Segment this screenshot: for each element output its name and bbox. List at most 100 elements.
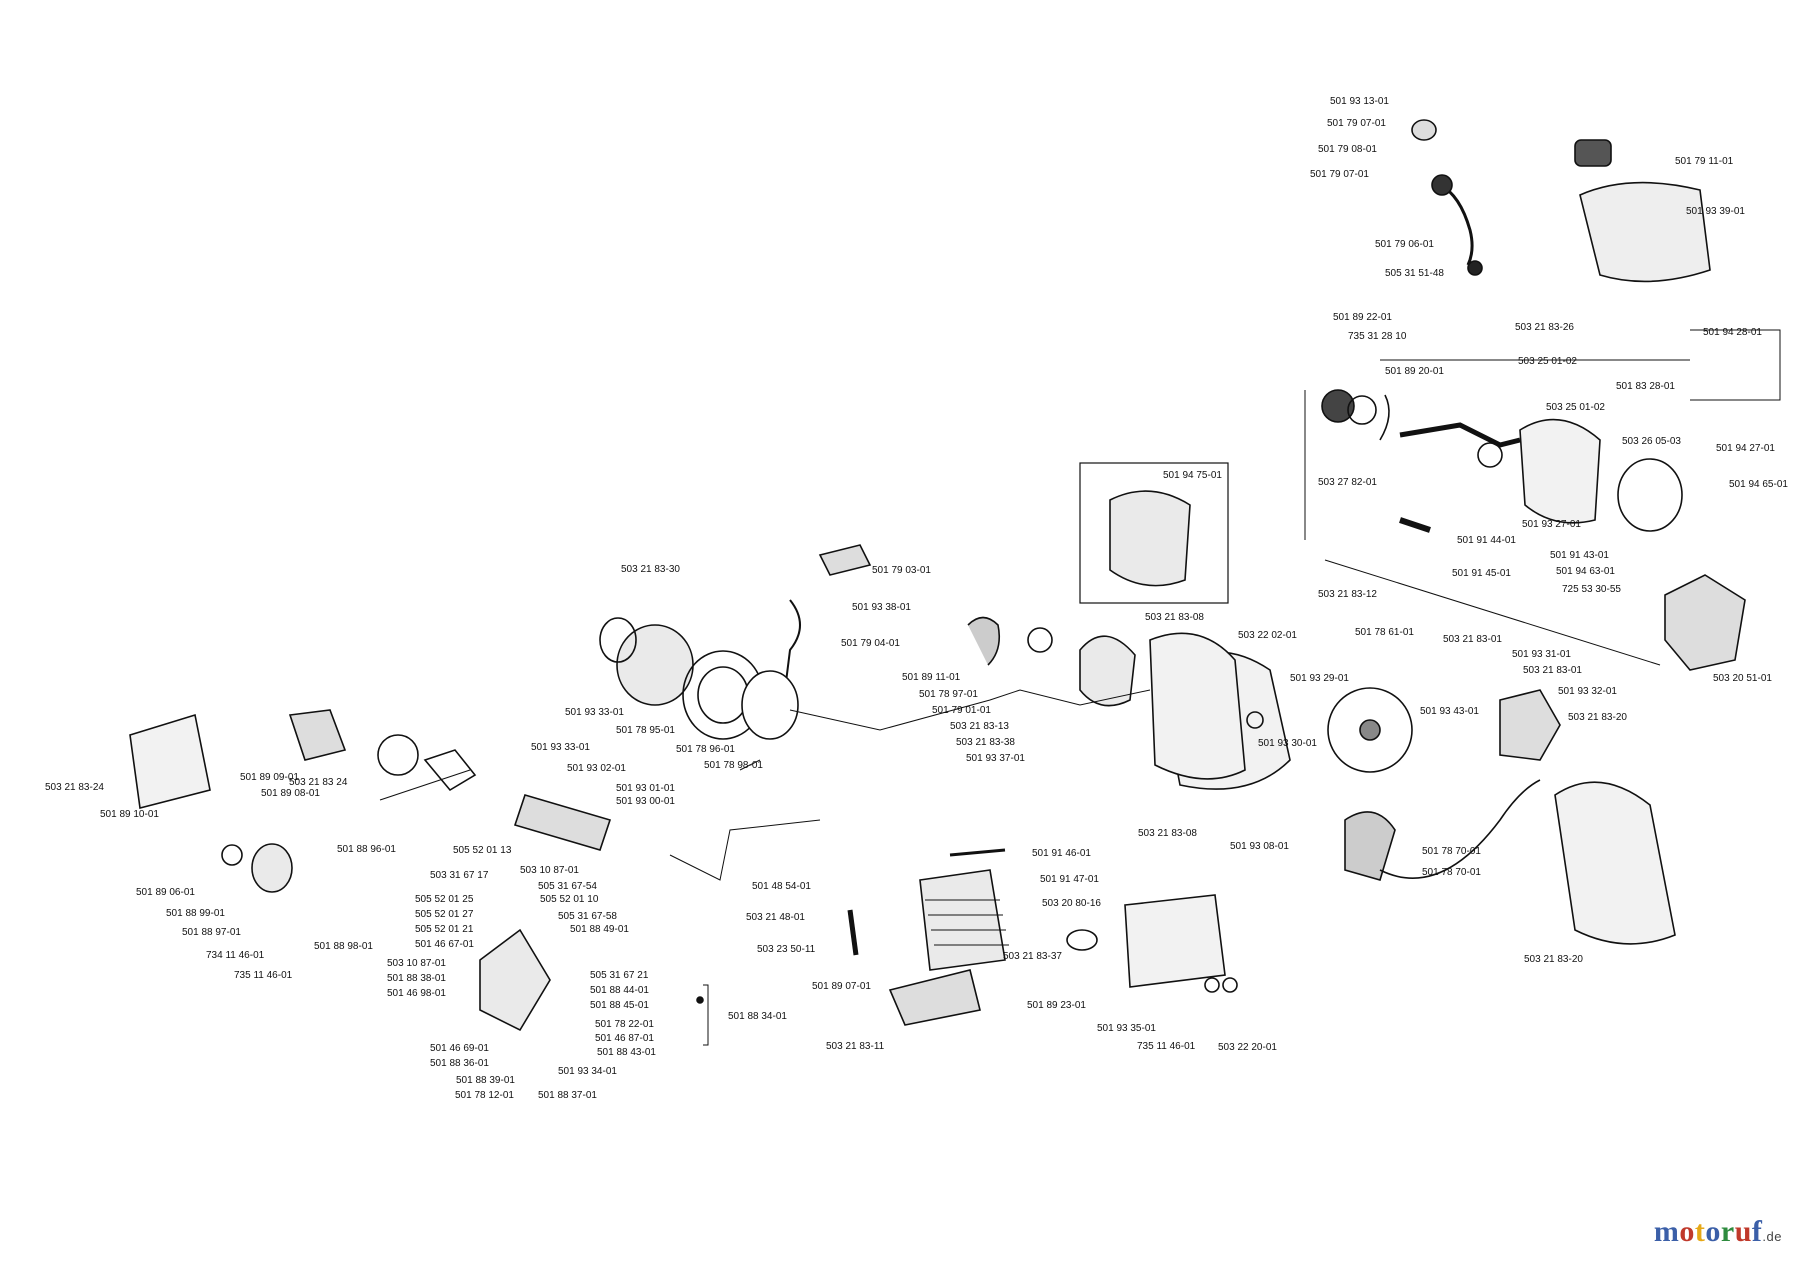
part-label: 501 93 01-01 bbox=[616, 783, 675, 794]
watermark-letter: m bbox=[1653, 1215, 1680, 1248]
line-flywheel bbox=[789, 689, 1151, 731]
part-label: 501 46 67-01 bbox=[415, 939, 474, 950]
part-label: 501 93 30-01 bbox=[1258, 738, 1317, 749]
recoil-spring-inner bbox=[697, 666, 749, 724]
flywheel-hub bbox=[1359, 719, 1381, 741]
part-label: 503 21 83-01 bbox=[1443, 634, 1502, 645]
part-labels: 501 93 13-01 501 79 07-01 501 79 08-01 5… bbox=[45, 96, 1788, 1101]
part-label: 501 88 98-01 bbox=[314, 941, 373, 952]
part-label: 501 79 07-01 bbox=[1310, 169, 1369, 180]
part-label: 501 88 99-01 bbox=[166, 908, 225, 919]
bolt-cluster bbox=[696, 996, 704, 1004]
starter-housing bbox=[1554, 781, 1676, 945]
part-label: 501 88 43-01 bbox=[597, 1047, 656, 1058]
washer bbox=[1027, 627, 1053, 653]
part-label: 503 31 67 17 bbox=[430, 870, 489, 881]
part-label: 501 79 08-01 bbox=[1318, 144, 1377, 155]
part-label: 503 22 02-01 bbox=[1238, 630, 1297, 641]
watermark-letter: f bbox=[1751, 1215, 1763, 1248]
pawl bbox=[967, 616, 1001, 666]
clip bbox=[1379, 394, 1390, 441]
part-label: 501 78 98-01 bbox=[704, 760, 763, 771]
part-label: 501 93 29-01 bbox=[1290, 673, 1349, 684]
part-label: 501 91 45-01 bbox=[1452, 568, 1511, 579]
muffler-nut bbox=[1204, 977, 1220, 993]
part-label: 503 25 01-02 bbox=[1518, 356, 1577, 367]
part-label: 735 11 46-01 bbox=[234, 970, 293, 981]
part-label: 503 21 83-37 bbox=[1003, 951, 1062, 962]
part-label: 503 21 83 24 bbox=[289, 777, 348, 788]
watermark-logo: motoruf.de bbox=[1654, 1215, 1782, 1249]
part-label: 501 93 00-01 bbox=[616, 796, 675, 807]
part-label: 503 21 48-01 bbox=[746, 912, 805, 923]
part-label: 505 31 67-58 bbox=[558, 911, 617, 922]
part-label: 503 27 82-01 bbox=[1318, 477, 1377, 488]
part-label: 501 79 04-01 bbox=[841, 638, 900, 649]
part-label: 501 94 28-01 bbox=[1703, 327, 1762, 338]
clutch-drum bbox=[1079, 635, 1136, 707]
leader-lines bbox=[379, 329, 1781, 1046]
part-label: 503 21 83-08 bbox=[1145, 612, 1204, 623]
part-label: 503 21 83-30 bbox=[621, 564, 680, 575]
part-label: 503 21 83-08 bbox=[1138, 828, 1197, 839]
part-label: 501 88 39-01 bbox=[456, 1075, 515, 1086]
part-label: 501 89 10-01 bbox=[100, 809, 159, 820]
part-label: 501 91 46-01 bbox=[1032, 848, 1091, 859]
part-label: 501 93 32-01 bbox=[1558, 686, 1617, 697]
part-label: 501 94 75-01 bbox=[1163, 470, 1222, 481]
part-label: 501 93 37-01 bbox=[966, 753, 1025, 764]
part-label: 501 88 97-01 bbox=[182, 927, 241, 938]
part-label: 505 52 01 27 bbox=[415, 909, 474, 920]
part-label: 501 93 34-01 bbox=[558, 1066, 617, 1077]
line-cluster bbox=[703, 984, 709, 1046]
part-label: 503 21 83-12 bbox=[1318, 589, 1377, 600]
part-label: 503 21 83-11 bbox=[826, 1041, 885, 1052]
part-label: 501 46 87-01 bbox=[595, 1033, 654, 1044]
gasket-ring bbox=[599, 617, 637, 663]
piston-ring bbox=[949, 848, 1006, 857]
part-label: 501 88 34-01 bbox=[728, 1011, 787, 1022]
part-label: 501 78 22-01 bbox=[595, 1019, 654, 1030]
part-label: 501 89 08-01 bbox=[261, 788, 320, 799]
part-label: 501 88 96-01 bbox=[337, 844, 396, 855]
piston-pin bbox=[1399, 517, 1431, 533]
part-label: 501 93 08-01 bbox=[1230, 841, 1289, 852]
part-label: 501 89 20-01 bbox=[1385, 366, 1444, 377]
muffler-gasket bbox=[1066, 929, 1098, 951]
part-label: 501 46 69-01 bbox=[430, 1043, 489, 1054]
watermark-letter: o bbox=[1679, 1215, 1695, 1248]
part-label: 501 78 95-01 bbox=[616, 725, 675, 736]
part-label: 505 31 51-48 bbox=[1385, 268, 1444, 279]
fuel-filter bbox=[1467, 260, 1483, 276]
part-label: 503 23 50-11 bbox=[757, 944, 816, 955]
bearing bbox=[1347, 395, 1377, 425]
part-label: 503 22 20-01 bbox=[1218, 1042, 1277, 1053]
part-label: 501 93 38-01 bbox=[852, 602, 911, 613]
part-label: 503 20 51-01 bbox=[1713, 673, 1772, 684]
line-carb bbox=[379, 769, 471, 801]
choke-plate bbox=[377, 734, 419, 776]
part-label: 503 21 83-26 bbox=[1515, 322, 1574, 333]
part-label: 501 89 11-01 bbox=[902, 672, 961, 683]
crank-bearing bbox=[1477, 442, 1503, 468]
crankshaft bbox=[1399, 422, 1521, 448]
part-label: 501 89 07-01 bbox=[812, 981, 871, 992]
fuel-grommet bbox=[1431, 174, 1453, 196]
part-label: 505 52 01 10 bbox=[540, 894, 599, 905]
part-label: 501 78 70-01 bbox=[1422, 846, 1481, 857]
watermark-suffix: .de bbox=[1762, 1229, 1782, 1244]
ignition-wire bbox=[1379, 779, 1541, 879]
air-filter-element bbox=[288, 709, 347, 761]
part-label: 501 48 54-01 bbox=[752, 881, 811, 892]
part-label: 503 20 80-16 bbox=[1042, 898, 1101, 909]
part-label: 501 78 97-01 bbox=[919, 689, 978, 700]
part-label: 501 88 44-01 bbox=[590, 985, 649, 996]
part-label: 501 78 70-01 bbox=[1422, 867, 1481, 878]
part-label: 501 78 96-01 bbox=[676, 744, 735, 755]
fuel-tank bbox=[1579, 181, 1711, 283]
carburetor bbox=[513, 794, 612, 851]
part-label: 505 31 67-54 bbox=[538, 881, 597, 892]
part-label: 501 93 35-01 bbox=[1097, 1023, 1156, 1034]
part-label: 501 89 22-01 bbox=[1333, 312, 1392, 323]
